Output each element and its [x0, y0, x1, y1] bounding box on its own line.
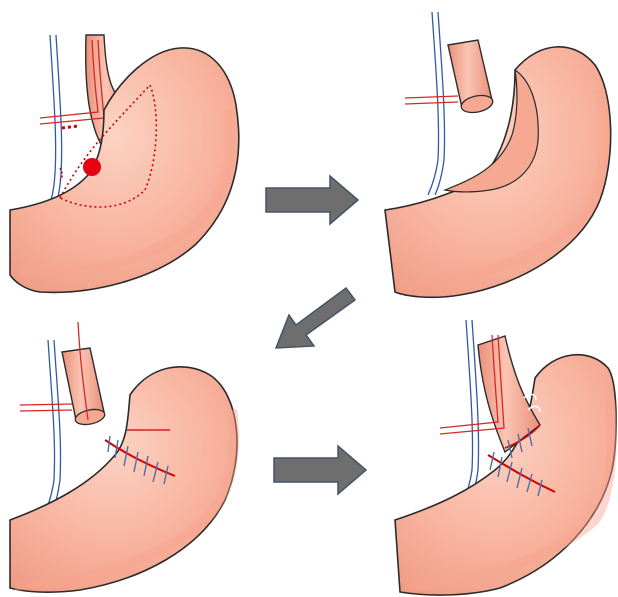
- arrow-right-top: [266, 176, 358, 224]
- arrow-right-bottom: [274, 446, 366, 494]
- vessel-blue: [44, 340, 61, 515]
- arrow-down-left: [276, 288, 355, 348]
- ligation-marks: [62, 126, 78, 128]
- vessel-blue: [44, 35, 62, 222]
- stomach: [10, 48, 239, 292]
- vessel-blue: [462, 320, 479, 505]
- tumor-dot: [83, 158, 101, 176]
- panel-4-anastomosis: [395, 320, 616, 595]
- panel-2-after-resection: [385, 12, 611, 297]
- panel-1-pre-resection: [10, 35, 239, 292]
- vessel-red: [405, 96, 458, 104]
- panel-3-closure: [10, 322, 237, 592]
- remnant-stomach: [10, 367, 237, 592]
